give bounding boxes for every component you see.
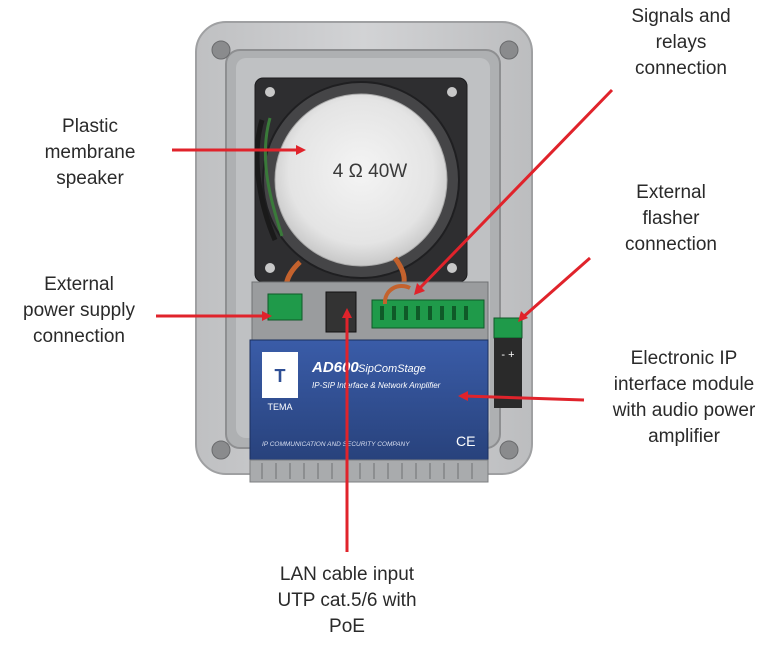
module-arrow bbox=[463, 394, 585, 402]
callout-arrows bbox=[156, 88, 614, 552]
signals-arrow bbox=[416, 88, 614, 292]
ce-mark: CE bbox=[456, 433, 475, 449]
speaker-rating: 4 Ω 40W bbox=[333, 161, 407, 182]
module-name: SipComStage bbox=[358, 363, 426, 375]
lan-port bbox=[325, 291, 357, 333]
label-signals: Signals and relays connection bbox=[631, 6, 731, 79]
flasher-arrow bbox=[521, 256, 591, 320]
label-flasher: External flasher connection bbox=[625, 182, 717, 255]
flasher-terminal: - + bbox=[493, 317, 523, 408]
screw-icon bbox=[499, 40, 519, 60]
label-lan: LAN cable input UTP cat.5/6 with PoE bbox=[277, 564, 417, 637]
terminal-polarity: - + bbox=[501, 349, 514, 361]
speaker: 4 Ω 40W bbox=[254, 77, 468, 306]
tema-logo bbox=[262, 352, 298, 398]
module-footer: IP COMMUNICATION AND SECURITY COMPANY bbox=[262, 441, 410, 448]
module-model: AD600 bbox=[311, 359, 359, 376]
svg-text:T: T bbox=[275, 366, 286, 386]
screw-icon bbox=[211, 440, 231, 460]
interface-module: T TEMA AD600 SipComStage IP-SIP Interfac… bbox=[249, 281, 489, 483]
label-power: External power supply connection bbox=[23, 274, 135, 347]
screw-icon bbox=[499, 440, 519, 460]
module-subtitle: IP-SIP Interface & Network Amplifier bbox=[312, 381, 441, 390]
label-module: Electronic IP interface module with audi… bbox=[612, 348, 756, 447]
power-terminal-block bbox=[267, 293, 303, 321]
brand-name: TEMA bbox=[267, 402, 292, 412]
screw-icon bbox=[211, 40, 231, 60]
label-speaker: Plastic membrane speaker bbox=[44, 116, 136, 189]
